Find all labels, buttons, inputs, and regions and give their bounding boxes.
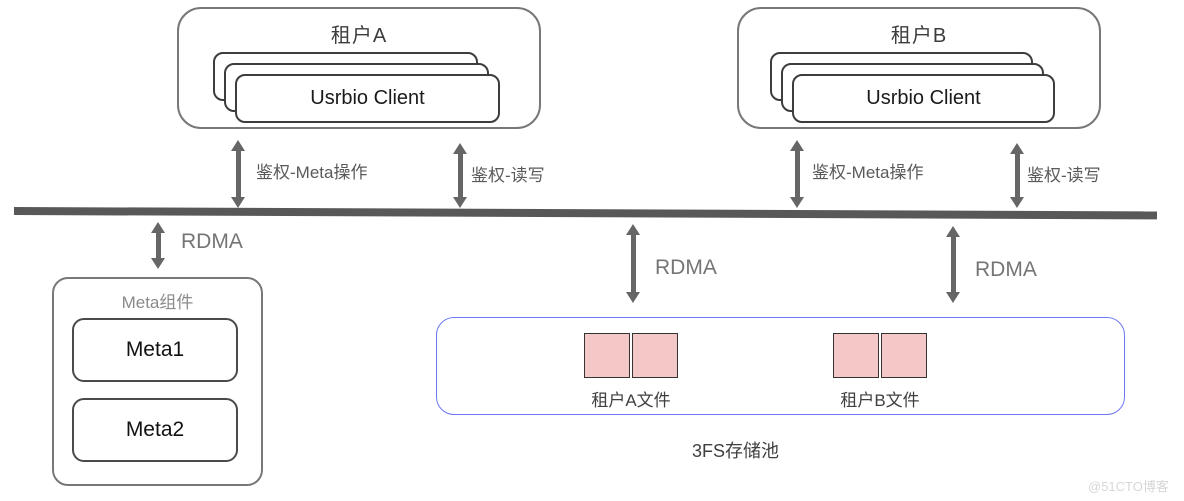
tenant-b-client-label: Usrbio Client	[866, 87, 981, 109]
rdma-label-pool-right: RDMA	[975, 258, 1037, 281]
rdma-arrow-pool-right	[946, 226, 960, 303]
file-square	[881, 333, 927, 378]
tenant-a-auth-rw-label: 鉴权-读写	[471, 166, 545, 185]
tenant-a-auth-meta-arrow	[231, 140, 245, 208]
tenant-b-files-group: 租户B文件	[833, 333, 927, 411]
meta-node-2-label: Meta2	[125, 418, 185, 441]
tenant-a-auth-meta-label: 鉴权-Meta操作	[256, 163, 368, 182]
storage-pool-box	[436, 317, 1125, 415]
rdma-arrow-pool-left	[626, 224, 640, 303]
network-bus-line	[13, 207, 1158, 220]
rdma-label-pool-left: RDMA	[655, 256, 717, 279]
storage-pool-caption: 3FS存储池	[692, 441, 780, 461]
tenant-b-auth-rw-label: 鉴权-读写	[1027, 166, 1101, 185]
tenant-b-title: 租户B	[890, 25, 948, 47]
tenant-a-files-group: 租户A文件	[584, 333, 678, 411]
rdma-label-meta: RDMA	[181, 230, 243, 253]
watermark: @51CTO博客	[1088, 479, 1169, 494]
meta-node-1: Meta1	[72, 318, 238, 382]
tenant-a-client-card-front: Usrbio Client	[235, 74, 500, 123]
file-square	[584, 333, 630, 378]
tenant-a-auth-rw-arrow	[453, 143, 467, 208]
tenant-b-files-label: 租户B文件	[840, 391, 920, 410]
tenant-b-auth-meta-arrow	[790, 140, 804, 208]
file-square	[632, 333, 678, 378]
meta-component-title: Meta组件	[121, 293, 194, 312]
file-square	[833, 333, 879, 378]
rdma-arrow-meta	[151, 222, 165, 269]
tenant-a-files-label: 租户A文件	[591, 391, 671, 410]
meta-node-1-label: Meta1	[125, 338, 185, 361]
tenant-b-auth-rw-arrow	[1010, 143, 1024, 208]
tenant-b-client-card-front: Usrbio Client	[792, 74, 1055, 123]
meta-node-2: Meta2	[72, 398, 238, 462]
tenant-a-client-label: Usrbio Client	[310, 87, 425, 109]
tenant-a-title: 租户A	[330, 25, 388, 47]
tenant-b-auth-meta-label: 鉴权-Meta操作	[812, 163, 924, 182]
tenant-b-file-squares	[833, 333, 927, 378]
tenant-a-file-squares	[584, 333, 678, 378]
